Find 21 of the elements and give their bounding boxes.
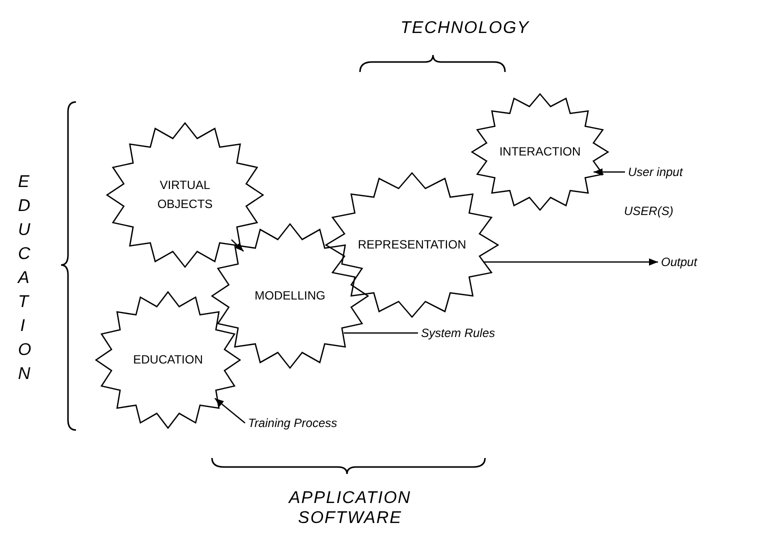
arrow	[594, 168, 625, 176]
text-label: USER(S)	[624, 204, 674, 218]
arrow	[231, 239, 244, 252]
node-label: EDUCATION	[132, 352, 204, 368]
bottom-heading: APPLICATION SOFTWARE	[287, 488, 412, 528]
arrow	[483, 258, 658, 266]
text-label: Training Process	[248, 416, 338, 430]
text-label: User input	[628, 165, 683, 179]
starburst-shape	[326, 173, 498, 317]
node-label: REPRESENTATION	[356, 236, 468, 254]
node-label: INTERACTION	[498, 144, 582, 160]
starburst-shape	[472, 94, 608, 210]
arrow	[214, 398, 246, 424]
text-label: System Rules	[421, 326, 496, 340]
node-label: MODELLING	[254, 288, 326, 304]
title: TECHNOLOGY	[399, 18, 531, 38]
starburst-shape	[107, 123, 263, 267]
connector-line	[344, 332, 418, 334]
node-label: VIRTUAL OBJECTS	[156, 177, 214, 213]
text-label: Output	[661, 255, 698, 269]
starburst-shape	[96, 292, 240, 428]
